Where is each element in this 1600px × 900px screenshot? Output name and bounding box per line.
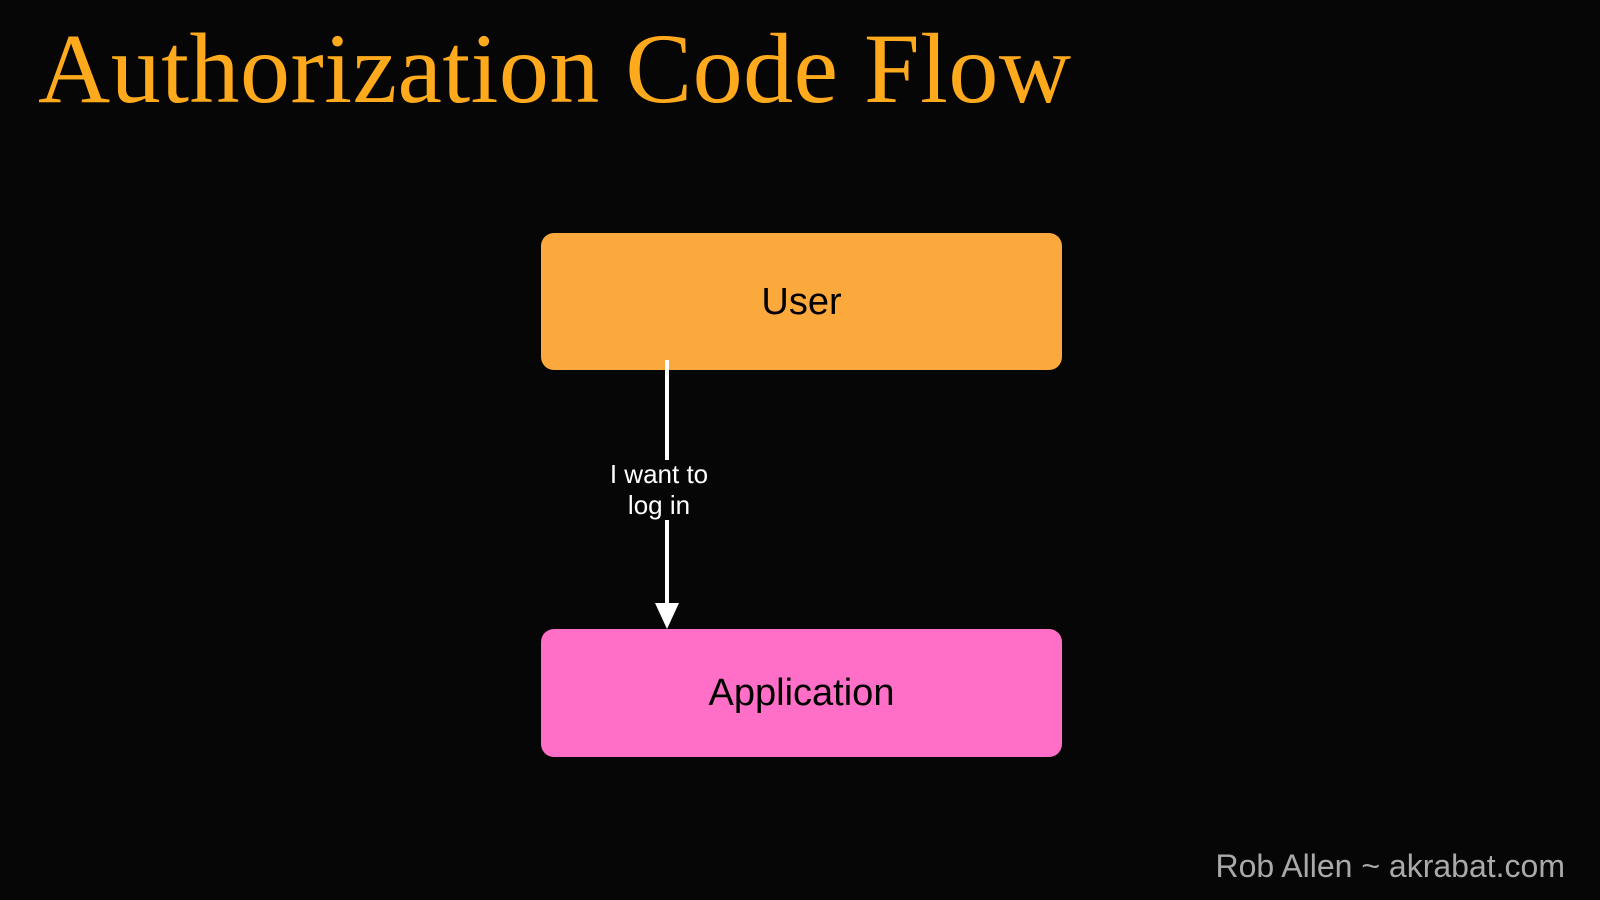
edge-user-to-application: [655, 360, 679, 629]
footer-credit: Rob Allen ~ akrabat.com: [1215, 848, 1565, 884]
arrowhead-down-icon: [655, 603, 679, 629]
diagram-node-user-label: User: [761, 280, 842, 323]
page-title: Authorization Code Flow: [38, 13, 1072, 124]
diagram-node-application-label: Application: [708, 672, 895, 714]
diagram-node-application[interactable]: Application: [541, 629, 1062, 757]
diagram-node-user[interactable]: User: [541, 233, 1062, 370]
edge-label-i-want-to-log-in: I want to log in: [609, 459, 709, 520]
